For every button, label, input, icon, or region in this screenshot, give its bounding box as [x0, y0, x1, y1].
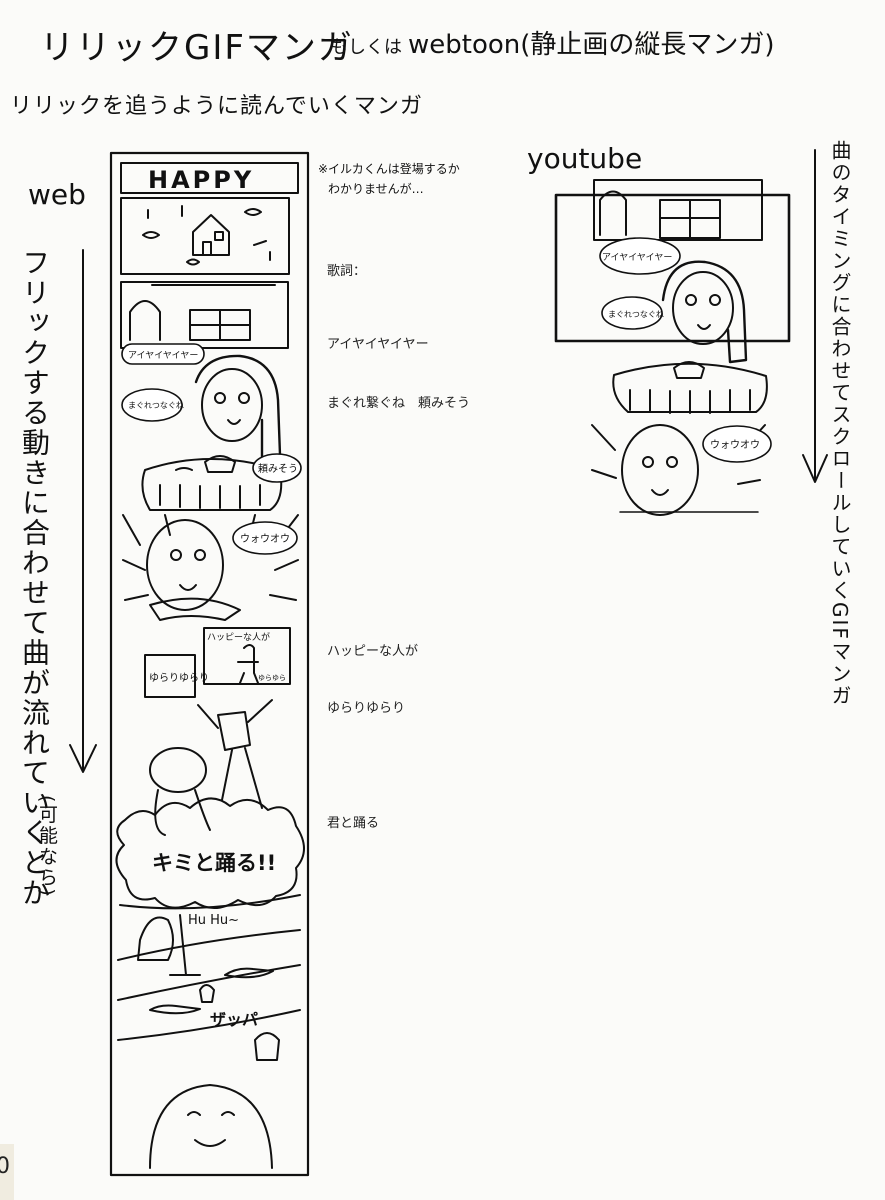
yt-bubble-wouou-text: ウォウオウ — [710, 439, 760, 451]
web-vertical-note: フリックする動きに合わせて曲が流れていくとか — [18, 248, 51, 908]
bubble-wouou-shape — [232, 521, 298, 555]
web-strip-frame — [109, 151, 310, 1177]
yt-bubble-aiya-shape — [599, 237, 681, 275]
sfx-yurari-text: ゆらりゆらり — [149, 672, 209, 684]
subtitle: リリックを追うように読んでいくマンガ — [10, 94, 423, 119]
bubble-tanomi-text: 頼みそう — [258, 463, 298, 475]
bubble-magure-shape — [121, 388, 183, 422]
yt-bubble-wouou-shape — [702, 425, 772, 463]
yt-bubble-magure-shape — [601, 296, 663, 330]
title-mid: もしくは — [330, 37, 402, 58]
bubble-aiya-text: アイヤイヤイヤー — [128, 351, 198, 361]
youtube-label: youtube — [527, 142, 643, 175]
web-arrow — [69, 249, 97, 773]
sfx-small-text: ゆらゆら — [258, 674, 286, 682]
lyric-line-3: ハッピーな人が — [327, 644, 419, 659]
happy-sign-text: HAPPY — [148, 166, 254, 194]
youtube-screen-frame — [554, 193, 791, 343]
lyric-line-2: まぐれ繋ぐね 頼みそう — [327, 396, 471, 411]
yt-bubble-aiya-text: アイヤイヤイヤー — [602, 253, 672, 263]
title-end: webtoon(静止画の縦長マンガ) — [408, 30, 775, 60]
bubble-happy-text: ハッピーな人が — [207, 631, 270, 643]
note-line-2: わかりませんが… — [328, 182, 424, 196]
yt-bubble-magure-text: まぐれつなぐね — [608, 310, 664, 319]
bubble-magure-text: まぐれつなぐね — [128, 401, 184, 410]
title-main: リリックGIFマンガ — [40, 28, 354, 68]
bubble-aiya-shape — [121, 343, 205, 365]
sfx-kimi-text: キミと踊る!! — [152, 851, 276, 875]
youtube-vertical-note: 曲のタイミングに合わせてスクロールしていくGIFマンガ — [828, 140, 852, 707]
sfx-huhu-text: Hu Hu~ — [188, 913, 239, 928]
lyric-line-1: アイヤイヤイヤー — [327, 337, 429, 352]
lyric-line-5: 君と踊る — [327, 816, 380, 831]
web-vertical-note-paren: (可能なら) — [36, 795, 58, 898]
sfx-zappa-text: ザッパ — [210, 1010, 258, 1029]
lyrics-heading: 歌詞： — [327, 264, 367, 279]
page-marker-text: 0 — [0, 1154, 10, 1179]
page-corner-marker: 0 — [0, 1144, 14, 1200]
bubble-tanomi-shape — [252, 453, 302, 483]
web-label: web — [28, 178, 86, 211]
lyric-line-4: ゆらりゆらり — [327, 701, 406, 716]
youtube-arrow — [802, 149, 828, 483]
bubble-wouou-text: ウォウオウ — [240, 533, 290, 545]
note-line-1: ※イルカくんは登場するか — [318, 162, 460, 176]
